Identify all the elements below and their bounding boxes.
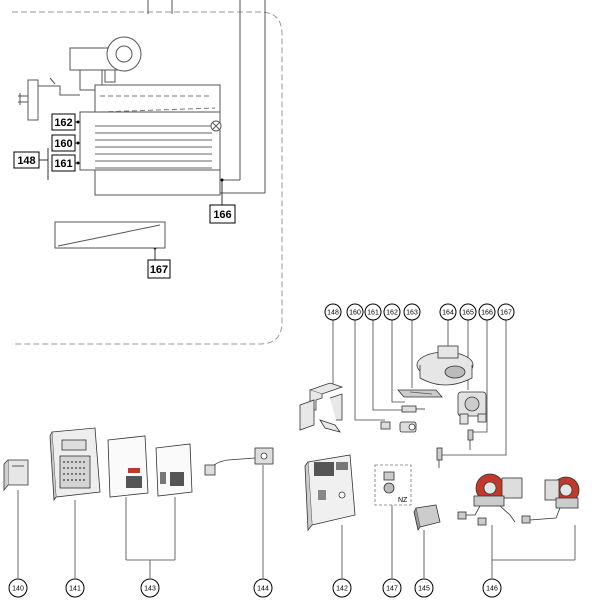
callout-162: 162: [51, 113, 76, 131]
part-circle-140: 140: [8, 578, 28, 598]
electrode-part-icon: [380, 421, 391, 430]
svg-text:148: 148: [327, 310, 339, 317]
callout-167: 167: [147, 259, 171, 279]
burner-spare-parts: 148 160 161 162 163 164 165 166: [299, 303, 515, 468]
svg-text:162: 162: [386, 310, 398, 317]
part-circle-146: 146: [482, 578, 502, 598]
svg-text:166: 166: [481, 310, 493, 317]
cover-part-140-icon: [3, 459, 29, 492]
part-circle-166: 166: [478, 303, 496, 321]
part-circle-160: 160: [346, 303, 364, 321]
part-circle-145: 145: [414, 578, 434, 598]
callout-161: 161: [51, 154, 76, 172]
pcb-part-143-icon: [107, 435, 193, 498]
svg-text:164: 164: [442, 310, 454, 317]
svg-text:163: 163: [406, 310, 418, 317]
svg-text:147: 147: [386, 586, 398, 593]
svg-text:148: 148: [17, 155, 35, 167]
svg-text:143: 143: [144, 586, 156, 593]
svg-text:146: 146: [486, 586, 498, 593]
svg-text:141: 141: [69, 586, 81, 593]
svg-text:166: 166: [213, 209, 231, 221]
part-circle-165: 165: [459, 303, 477, 321]
control-panel-part-141-icon: [49, 427, 101, 502]
nz-kit-part-147-icon: NZ: [374, 464, 412, 506]
part-circle-143: 143: [140, 578, 160, 598]
fan-part-icon: [416, 345, 474, 386]
heat-exchanger-fins: [95, 125, 212, 169]
electrode-bracket: [18, 77, 80, 121]
cable-part-144-icon: [204, 447, 274, 476]
pump-part-146-icon: [457, 473, 580, 526]
part-circle-167: 167: [497, 303, 515, 321]
part-circle-161: 161: [364, 303, 382, 321]
svg-text:142: 142: [336, 586, 348, 593]
relay-part-145-icon: [413, 504, 441, 532]
part-circle-164: 164: [439, 303, 457, 321]
bracket-part-icon: [299, 382, 344, 433]
part-circle-163: 163: [403, 303, 421, 321]
svg-text:160: 160: [349, 310, 361, 317]
thermocouple-part-icon: [436, 447, 443, 468]
gas-valve-part-icon: [457, 391, 487, 425]
ignition-electrode-part-icon: [399, 421, 417, 433]
probe-part-icon: [467, 429, 474, 450]
callout-148: 148: [13, 151, 40, 169]
part-circle-144: 144: [253, 578, 273, 598]
svg-text:167: 167: [500, 310, 512, 317]
svg-text:140: 140: [12, 586, 24, 593]
callout-166: 166: [209, 204, 236, 224]
svg-text:167: 167: [150, 264, 168, 276]
nz-label: NZ: [398, 497, 408, 504]
boiler-detail-view: 162 160 148 161 166 167: [12, 0, 283, 345]
svg-text:161: 161: [54, 158, 72, 170]
part-circle-147: 147: [382, 578, 402, 598]
casing-dashed-outline: [12, 11, 283, 345]
svg-text:161: 161: [367, 310, 379, 317]
sensor-strip: [54, 221, 166, 249]
part-circle-148: 148: [324, 303, 342, 321]
electronics-spare-parts: NZ 140: [3, 427, 580, 598]
part-circle-162: 162: [383, 303, 401, 321]
part-circle-142: 142: [332, 578, 352, 598]
callout-160: 160: [51, 134, 76, 152]
svg-text:160: 160: [54, 138, 72, 150]
svg-text:144: 144: [257, 586, 269, 593]
svg-text:165: 165: [462, 310, 474, 317]
gasket-part-icon: [397, 389, 443, 398]
svg-text:145: 145: [418, 586, 430, 593]
sensor-part-icon: [401, 405, 425, 413]
fan-assembly: [69, 36, 142, 91]
main-board-part-142-icon: [304, 454, 356, 532]
part-circle-141: 141: [65, 578, 85, 598]
svg-text:162: 162: [54, 117, 72, 129]
